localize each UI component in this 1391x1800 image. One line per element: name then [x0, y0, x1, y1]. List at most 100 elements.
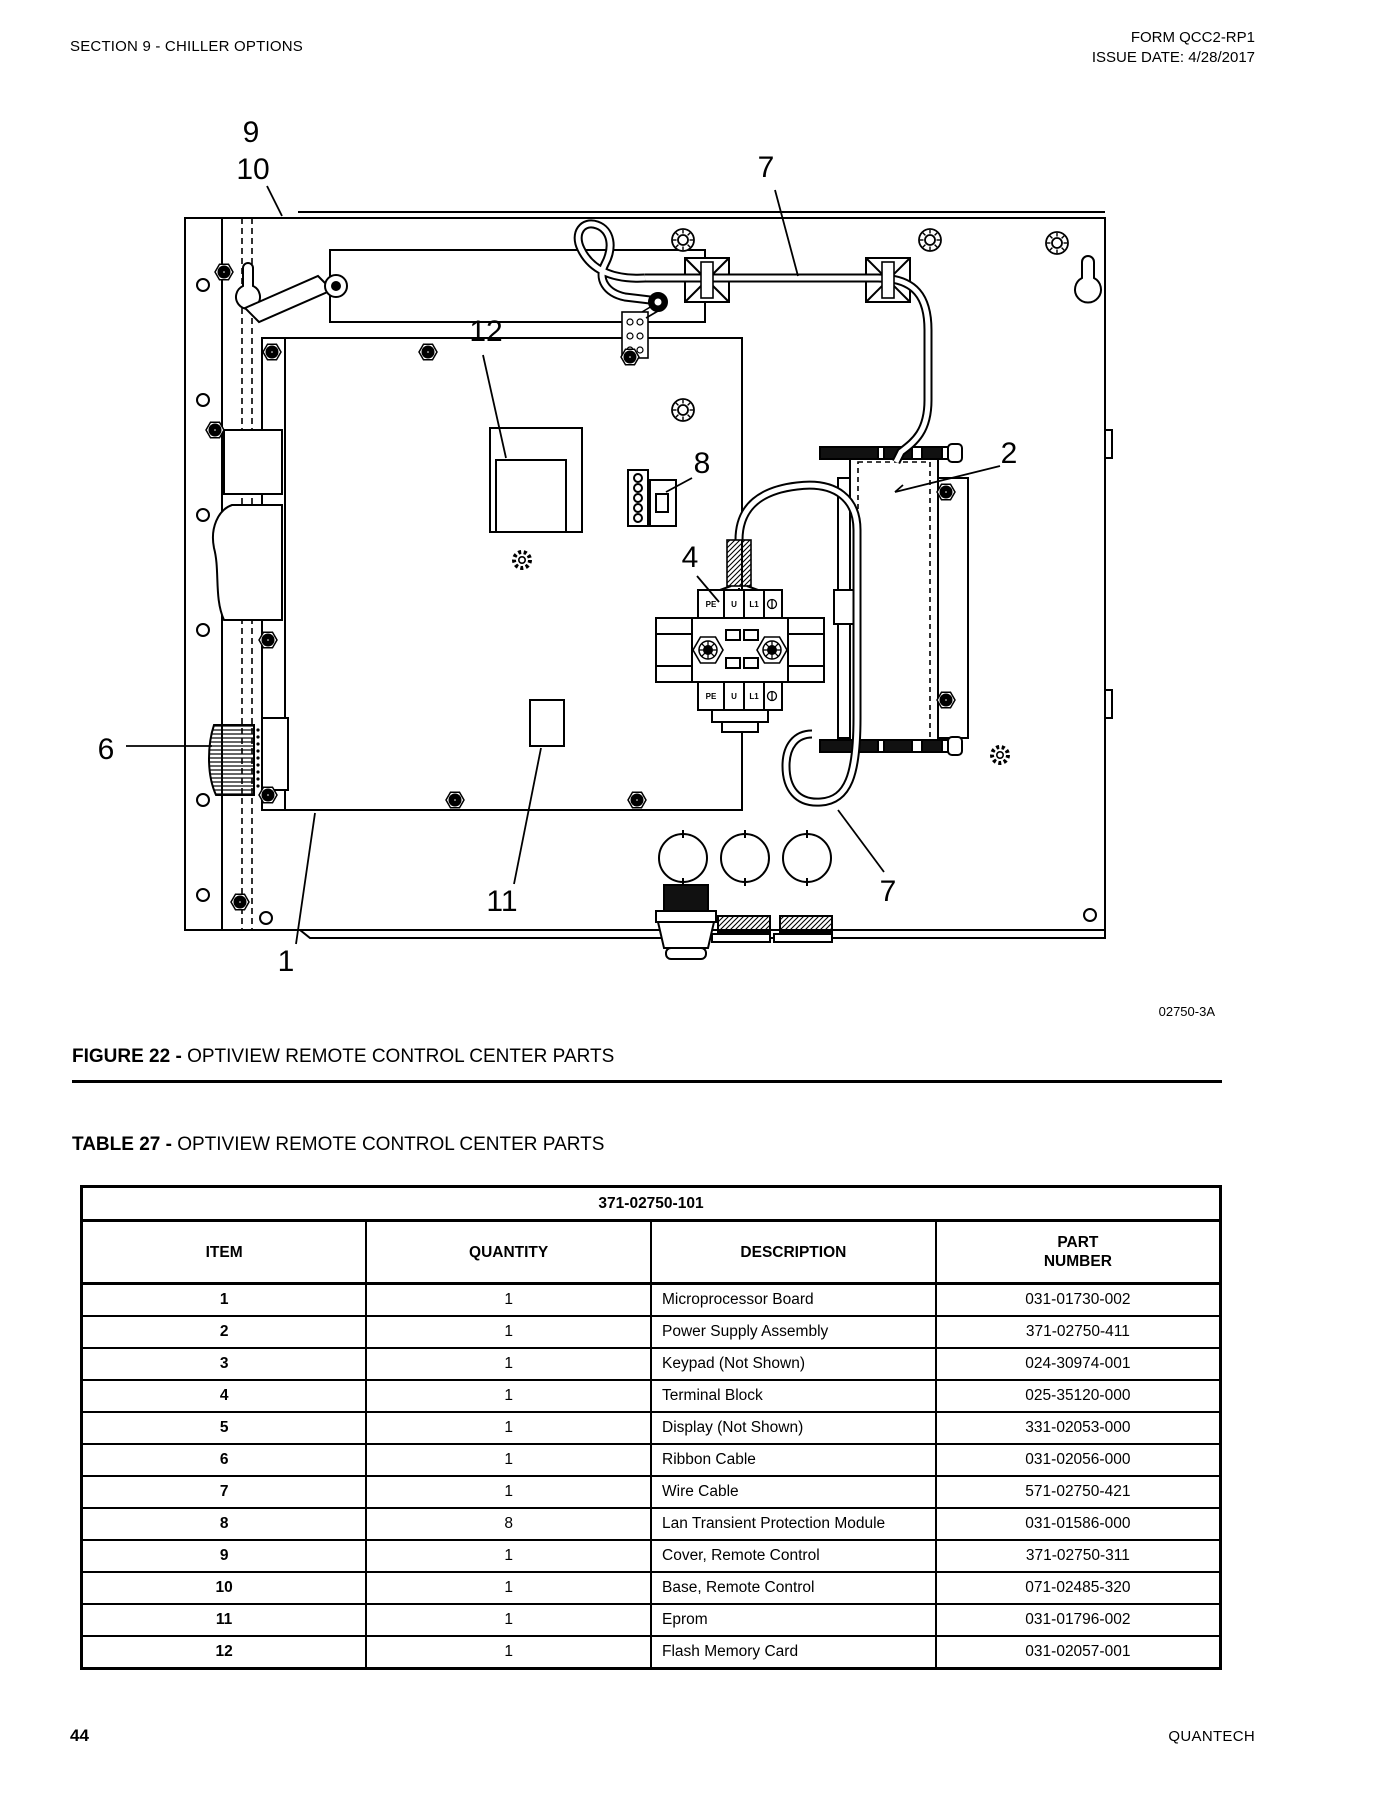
- keyhole-slot-left: [235, 262, 261, 310]
- table-row: 9 1 Cover, Remote Control 371-02750-311: [80, 1539, 1222, 1573]
- cell-quantity: 1: [365, 1443, 652, 1477]
- cell-item: 12: [80, 1635, 368, 1670]
- cell-quantity: 1: [365, 1603, 652, 1637]
- cell-quantity: 1: [365, 1571, 652, 1605]
- cell-item: 11: [80, 1603, 368, 1637]
- part-group-number: 371-02750-101: [80, 1185, 1222, 1222]
- cell-description: Power Supply Assembly: [650, 1315, 937, 1349]
- terminal-label-u-bottom: U: [731, 692, 737, 701]
- cell-description: Ribbon Cable: [650, 1443, 937, 1477]
- table-row: 5 1 Display (Not Shown) 331-02053-000: [80, 1411, 1222, 1445]
- table-row: 7 1 Wire Cable 571-02750-421: [80, 1475, 1222, 1509]
- brand-footer: QUANTECH: [1168, 1728, 1255, 1745]
- cell-item: 8: [80, 1507, 368, 1541]
- issue-date: ISSUE DATE: 4/28/2017: [1091, 49, 1255, 66]
- callout-12: 12: [469, 315, 502, 348]
- cell-item: 5: [80, 1411, 368, 1445]
- terminal-block: [655, 589, 825, 733]
- cable-gland: [655, 884, 717, 960]
- cell-part-number: 371-02750-311: [934, 1539, 1222, 1573]
- cell-quantity: 1: [365, 1315, 652, 1349]
- table-row: 6 1 Ribbon Cable 031-02056-000: [80, 1443, 1222, 1477]
- cell-part-number: 031-01586-000: [934, 1507, 1222, 1541]
- cell-quantity: 1: [365, 1475, 652, 1509]
- callout-8: 8: [694, 447, 711, 480]
- section-header: SECTION 9 - CHILLER OPTIONS: [70, 38, 303, 55]
- cell-item: 3: [80, 1347, 368, 1381]
- eprom: [529, 699, 565, 747]
- table-row: 3 1 Keypad (Not Shown) 024-30974-001: [80, 1347, 1222, 1381]
- cell-description: Keypad (Not Shown): [650, 1347, 937, 1381]
- figure-caption-title: OPTIVIEW REMOTE CONTROL CENTER PARTS: [187, 1046, 615, 1067]
- cell-item: 10: [80, 1571, 368, 1605]
- cell-part-number: 031-02057-001: [934, 1635, 1222, 1670]
- table-row: 10 1 Base, Remote Control 071-02485-320: [80, 1571, 1222, 1605]
- cell-description: Lan Transient Protection Module: [650, 1507, 937, 1541]
- terminal-label-u-top: U: [731, 600, 737, 609]
- ribbon-cable: [208, 429, 289, 796]
- parts-table: 371-02750-101 ITEM QUANTITY DESCRIPTION …: [80, 1185, 1222, 1670]
- cell-part-number: 571-02750-421: [934, 1475, 1222, 1509]
- callout-10: 10: [236, 153, 269, 186]
- terminal-label-pe-top: PE: [706, 600, 717, 609]
- callout-11: 11: [486, 885, 517, 918]
- figure-22-diagram: 9 10 7 12 8 2 4 6 11 1 7 PE U L1 PE U L1…: [98, 116, 1216, 1019]
- wire-cable: [573, 219, 933, 807]
- figure-caption-label: FIGURE 22 -: [72, 1046, 182, 1067]
- cell-item: 1: [80, 1282, 368, 1317]
- figure-caption: FIGURE 22 - OPTIVIEW REMOTE CONTROL CENT…: [72, 1046, 614, 1068]
- table-row: 11 1 Eprom 031-01796-002: [80, 1603, 1222, 1637]
- column-header-part-line1: PART: [1057, 1234, 1099, 1251]
- cell-quantity: 1: [365, 1411, 652, 1445]
- column-header-part-line2: NUMBER: [1043, 1253, 1112, 1270]
- leader-lines: [126, 185, 1001, 945]
- cell-description: Terminal Block: [650, 1379, 937, 1413]
- callout-7-top: 7: [758, 151, 775, 184]
- mounting-strip: [184, 217, 223, 931]
- cell-description: Display (Not Shown): [650, 1411, 937, 1445]
- cell-part-number: 071-02485-320: [934, 1571, 1222, 1605]
- table-row: 1 1 Microprocessor Board 031-01730-002: [80, 1282, 1222, 1317]
- callout-6: 6: [98, 733, 115, 766]
- knockout-holes: [658, 830, 832, 886]
- table-caption-label: TABLE 27 -: [72, 1134, 172, 1155]
- lan-module: [627, 469, 677, 527]
- cell-item: 7: [80, 1475, 368, 1509]
- cell-item: 9: [80, 1539, 368, 1573]
- cell-item: 2: [80, 1315, 368, 1349]
- drawing-number: 02750-3A: [1159, 1004, 1216, 1019]
- table-row: 12 1 Flash Memory Card 031-02057-001: [80, 1635, 1222, 1670]
- cell-description: Wire Cable: [650, 1475, 937, 1509]
- cell-quantity: 1: [365, 1539, 652, 1573]
- cell-description: Microprocessor Board: [650, 1282, 937, 1317]
- terminal-label-l1-bottom: L1: [749, 692, 759, 701]
- column-header-quantity: QUANTITY: [365, 1219, 652, 1285]
- table-caption: TABLE 27 - OPTIVIEW REMOTE CONTROL CENTE…: [72, 1134, 604, 1156]
- cell-description: Eprom: [650, 1603, 937, 1637]
- table-caption-title: OPTIVIEW REMOTE CONTROL CENTER PARTS: [177, 1134, 605, 1155]
- cell-item: 4: [80, 1379, 368, 1413]
- cell-quantity: 1: [365, 1347, 652, 1381]
- part-group-row: 371-02750-101: [80, 1185, 1222, 1222]
- cell-part-number: 331-02053-000: [934, 1411, 1222, 1445]
- page-number: 44: [70, 1726, 89, 1745]
- table-row: 8 8 Lan Transient Protection Module 031-…: [80, 1507, 1222, 1541]
- cell-part-number: 031-01730-002: [934, 1282, 1222, 1317]
- column-header-item: ITEM: [80, 1219, 368, 1285]
- terminal-label-l1-top: L1: [749, 600, 759, 609]
- ground-strap: [243, 274, 348, 324]
- microprocessor-board: [261, 337, 743, 811]
- keyhole-slot-right: [1074, 255, 1102, 304]
- column-header-part-number: PART NUMBER: [934, 1219, 1222, 1285]
- cell-part-number: 025-35120-000: [934, 1379, 1222, 1413]
- callout-2: 2: [1001, 437, 1018, 470]
- cell-part-number: 031-01796-002: [934, 1603, 1222, 1637]
- terminal-label-pe-bottom: PE: [706, 692, 717, 701]
- caption-divider: [72, 1080, 1222, 1083]
- column-header-description: DESCRIPTION: [650, 1219, 937, 1285]
- cell-quantity: 1: [365, 1635, 652, 1670]
- label-plate: [329, 249, 706, 323]
- cell-description: Base, Remote Control: [650, 1571, 937, 1605]
- callout-1: 1: [278, 945, 295, 978]
